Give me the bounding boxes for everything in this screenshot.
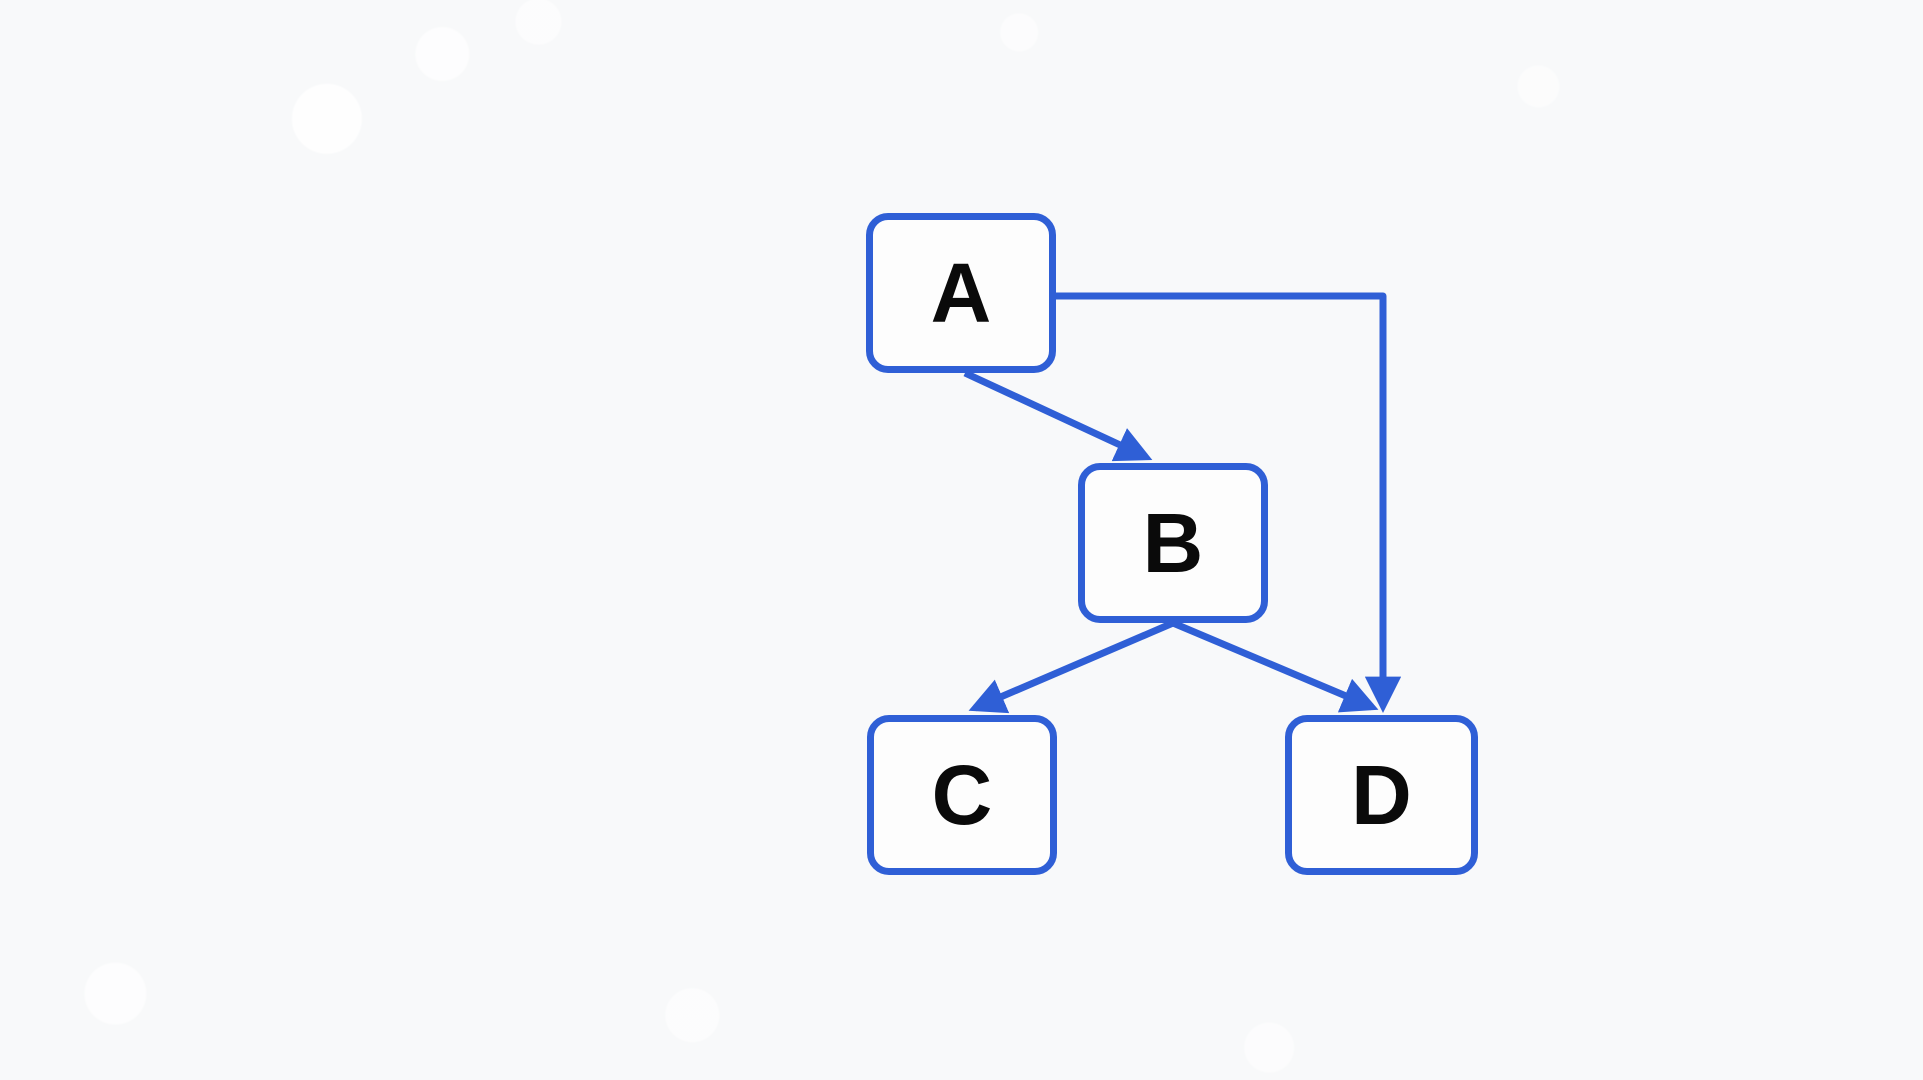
node-b[interactable]: B [1078, 463, 1268, 623]
edge-b-to-c[interactable] [968, 619, 1175, 714]
node-d[interactable]: D [1285, 715, 1478, 875]
node-b-label: B [1142, 496, 1204, 590]
node-c-label: C [931, 748, 993, 842]
node-c[interactable]: C [867, 715, 1057, 875]
node-a-label: A [930, 246, 992, 340]
edge-a-to-b[interactable] [963, 369, 1153, 462]
edge-b-to-d[interactable] [1171, 619, 1379, 713]
node-a[interactable]: A [866, 213, 1056, 373]
edge-a-to-d[interactable] [1056, 292, 1402, 714]
node-d-label: D [1351, 748, 1412, 842]
